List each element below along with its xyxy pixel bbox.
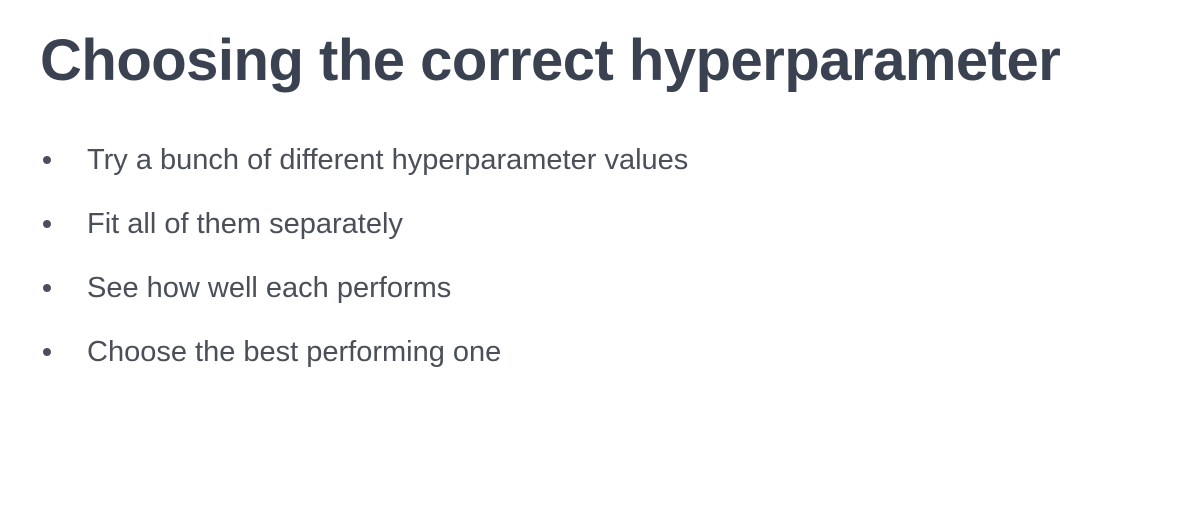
- bullet-list: Try a bunch of different hyperparameter …: [40, 128, 688, 384]
- bullet-item: Choose the best performing one: [40, 320, 688, 384]
- bullet-dot-icon: [43, 348, 51, 356]
- bullet-dot-icon: [43, 284, 51, 292]
- bullet-item: Fit all of them separately: [40, 192, 688, 256]
- bullet-text: Fit all of them separately: [87, 208, 403, 240]
- bullet-text: See how well each performs: [87, 272, 452, 304]
- bullet-item: See how well each performs: [40, 256, 688, 320]
- bullet-text: Try a bunch of different hyperparameter …: [87, 144, 689, 176]
- slide-title: Choosing the correct hyperparameter: [40, 28, 1061, 93]
- bullet-dot-icon: [43, 220, 51, 228]
- bullet-dot-icon: [43, 156, 51, 164]
- bullet-text: Choose the best performing one: [87, 336, 502, 368]
- bullet-item: Try a bunch of different hyperparameter …: [40, 128, 688, 192]
